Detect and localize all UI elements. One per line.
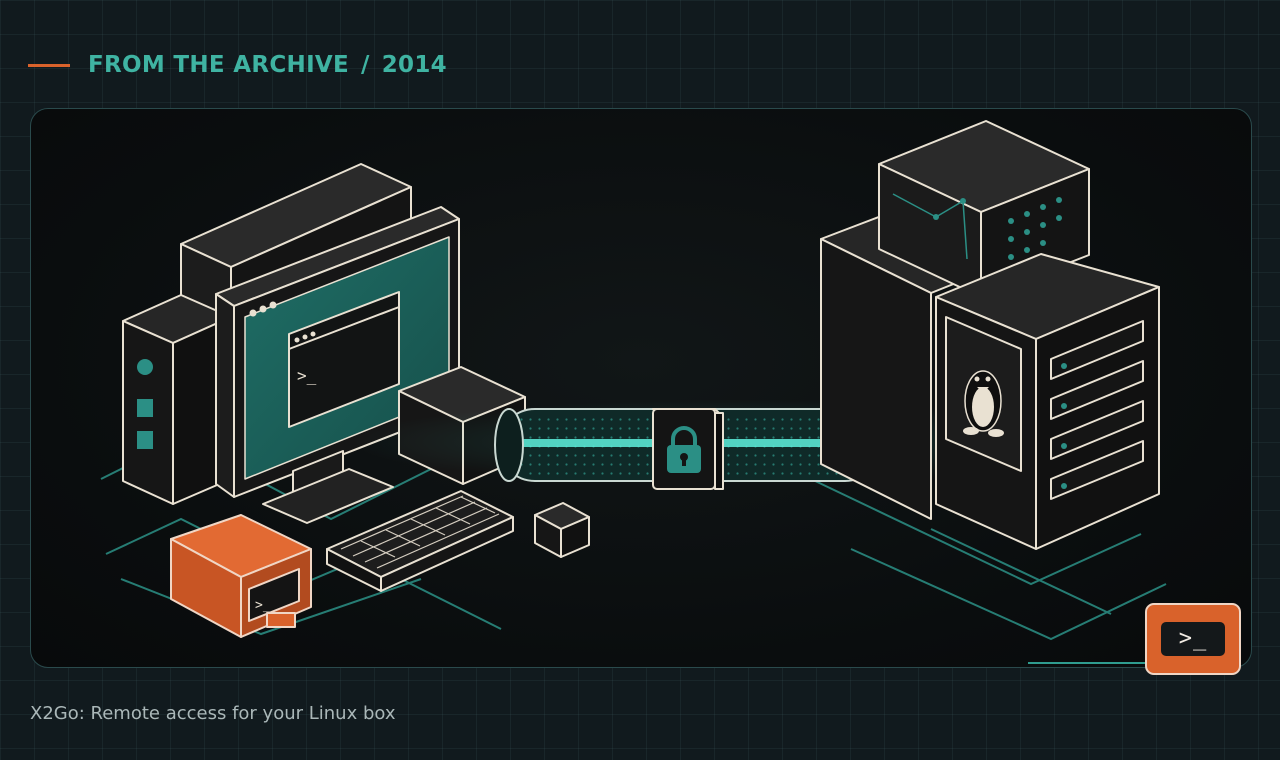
mouse-icon xyxy=(534,502,590,558)
keyboard-icon xyxy=(326,490,514,592)
kicker-separator: / xyxy=(361,52,370,78)
lock-icon xyxy=(652,408,724,490)
hero-artwork: >_ xyxy=(100,120,1167,641)
kicker-text: FROM THE ARCHIVE / 2014 xyxy=(88,52,447,78)
badge-connector-line xyxy=(1028,662,1146,664)
usb-terminal-icon: >_ xyxy=(170,514,312,638)
kicker-label: FROM THE ARCHIVE xyxy=(88,52,350,78)
linux-penguin-icon xyxy=(963,370,1004,437)
kicker-year: 2014 xyxy=(381,52,447,78)
server-icon xyxy=(820,120,1160,550)
monitor-prompt: >_ xyxy=(297,366,317,385)
image-caption: X2Go: Remote access for your Linux box xyxy=(30,703,396,724)
usb-prompt: >_ xyxy=(255,598,271,613)
terminal-badge-icon: >_ xyxy=(1145,603,1241,675)
archive-kicker: FROM THE ARCHIVE / 2014 xyxy=(28,50,447,80)
kicker-dash xyxy=(28,63,70,67)
badge-prompt: >_ xyxy=(1161,622,1225,656)
hero-illustration: >_ xyxy=(30,108,1252,668)
